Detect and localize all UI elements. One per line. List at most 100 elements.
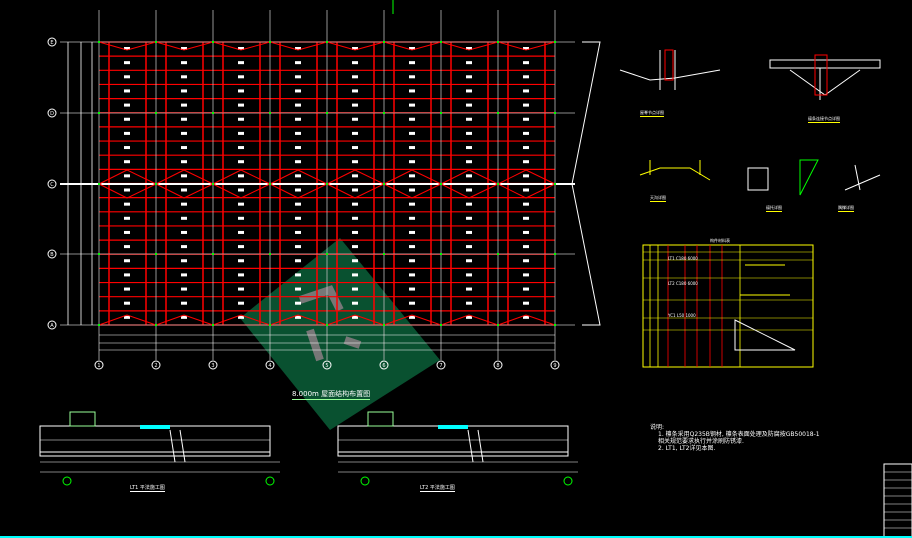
annotation (140, 425, 170, 429)
column-point (269, 41, 271, 43)
column-point (497, 183, 499, 185)
purlin-label (238, 259, 244, 263)
column-point (326, 253, 328, 255)
column-point (326, 112, 328, 114)
axis-bubble (550, 360, 560, 370)
axis-label-row: D (50, 111, 54, 117)
detail-title-5: 隅撑详图 (838, 205, 854, 212)
brace (383, 183, 413, 199)
table-row-1: LT1 C180 6000 (668, 256, 698, 261)
notes-line: 2. LT1, LT2详见本图. (658, 445, 716, 452)
column-point (98, 253, 100, 255)
purlin-label (181, 245, 187, 249)
purlin-label (466, 75, 472, 79)
purlin-label (124, 216, 130, 220)
purlin-label (352, 117, 358, 121)
purlin-label (409, 202, 415, 206)
purlin-label (409, 216, 415, 220)
purlin-label (124, 273, 130, 277)
brace (98, 314, 128, 326)
purlin-label (466, 245, 472, 249)
axis-bubble (208, 360, 218, 370)
purlin-label (523, 273, 529, 277)
purlin-label (352, 75, 358, 79)
purlin-label (466, 301, 472, 305)
purlin-label (181, 174, 187, 178)
column-point (497, 253, 499, 255)
brace (126, 183, 157, 199)
column-point (497, 112, 499, 114)
axis-bubble (493, 360, 503, 370)
purlin-label (181, 287, 187, 291)
purlin-label (523, 117, 529, 121)
brace (468, 41, 499, 51)
column-point (326, 324, 328, 326)
axis-bubble (265, 476, 275, 486)
purlin-label (181, 103, 187, 107)
purlin-label (124, 47, 130, 50)
purlin-label (124, 160, 130, 164)
axis-bubble (47, 320, 57, 330)
purlin-label (409, 188, 415, 192)
brace (440, 169, 470, 185)
detail-2-plate (814, 54, 828, 96)
column-point (554, 324, 556, 326)
column-point (554, 112, 556, 114)
purlin-label (238, 89, 244, 93)
column-point (440, 324, 442, 326)
purlin-label (409, 245, 415, 249)
purlin-label (124, 117, 130, 121)
column-point (383, 112, 385, 114)
brace (411, 314, 442, 326)
purlin-label (295, 188, 301, 192)
brace (212, 169, 242, 185)
brace (155, 183, 185, 199)
column-point (98, 324, 100, 326)
axis-label-row: E (50, 40, 53, 46)
brace (411, 169, 442, 185)
axis-bubble (322, 360, 332, 370)
purlin-label (352, 230, 358, 234)
axis-label-col: 6 (382, 363, 385, 369)
purlin-label (238, 131, 244, 135)
purlin-label (352, 188, 358, 192)
purlin-label (295, 315, 301, 319)
purlin-label (181, 230, 187, 234)
column-point (440, 253, 442, 255)
brace (468, 169, 499, 185)
purlin-label (466, 146, 472, 150)
purlin-label (352, 245, 358, 249)
brace (525, 41, 556, 51)
purlin-label (181, 47, 187, 50)
purlin-label (181, 301, 187, 305)
axis-label-col: 7 (439, 363, 442, 369)
column-point (212, 183, 214, 185)
brace (269, 169, 299, 185)
column-point (383, 253, 385, 255)
purlin-label (466, 315, 472, 319)
brace (240, 314, 271, 326)
purlin-label (181, 202, 187, 206)
purlin-label (238, 245, 244, 249)
purlin-label (352, 160, 358, 164)
brace (126, 41, 157, 51)
axis-bubble (47, 179, 57, 189)
purlin-label (523, 75, 529, 79)
axis-label-col: 2 (154, 363, 157, 369)
column-point (326, 41, 328, 43)
column-point (212, 41, 214, 43)
brace (297, 169, 328, 185)
purlin-label (523, 202, 529, 206)
purlin-label (466, 287, 472, 291)
purlin-label (295, 103, 301, 107)
brace (297, 183, 328, 199)
brace (98, 183, 128, 199)
purlin-label (295, 301, 301, 305)
purlin-label (295, 216, 301, 220)
purlin-label (124, 230, 130, 234)
purlin-label (523, 103, 529, 107)
purlin-label (181, 131, 187, 135)
brace (354, 41, 385, 51)
brace (468, 314, 499, 326)
purlin-label (238, 160, 244, 164)
